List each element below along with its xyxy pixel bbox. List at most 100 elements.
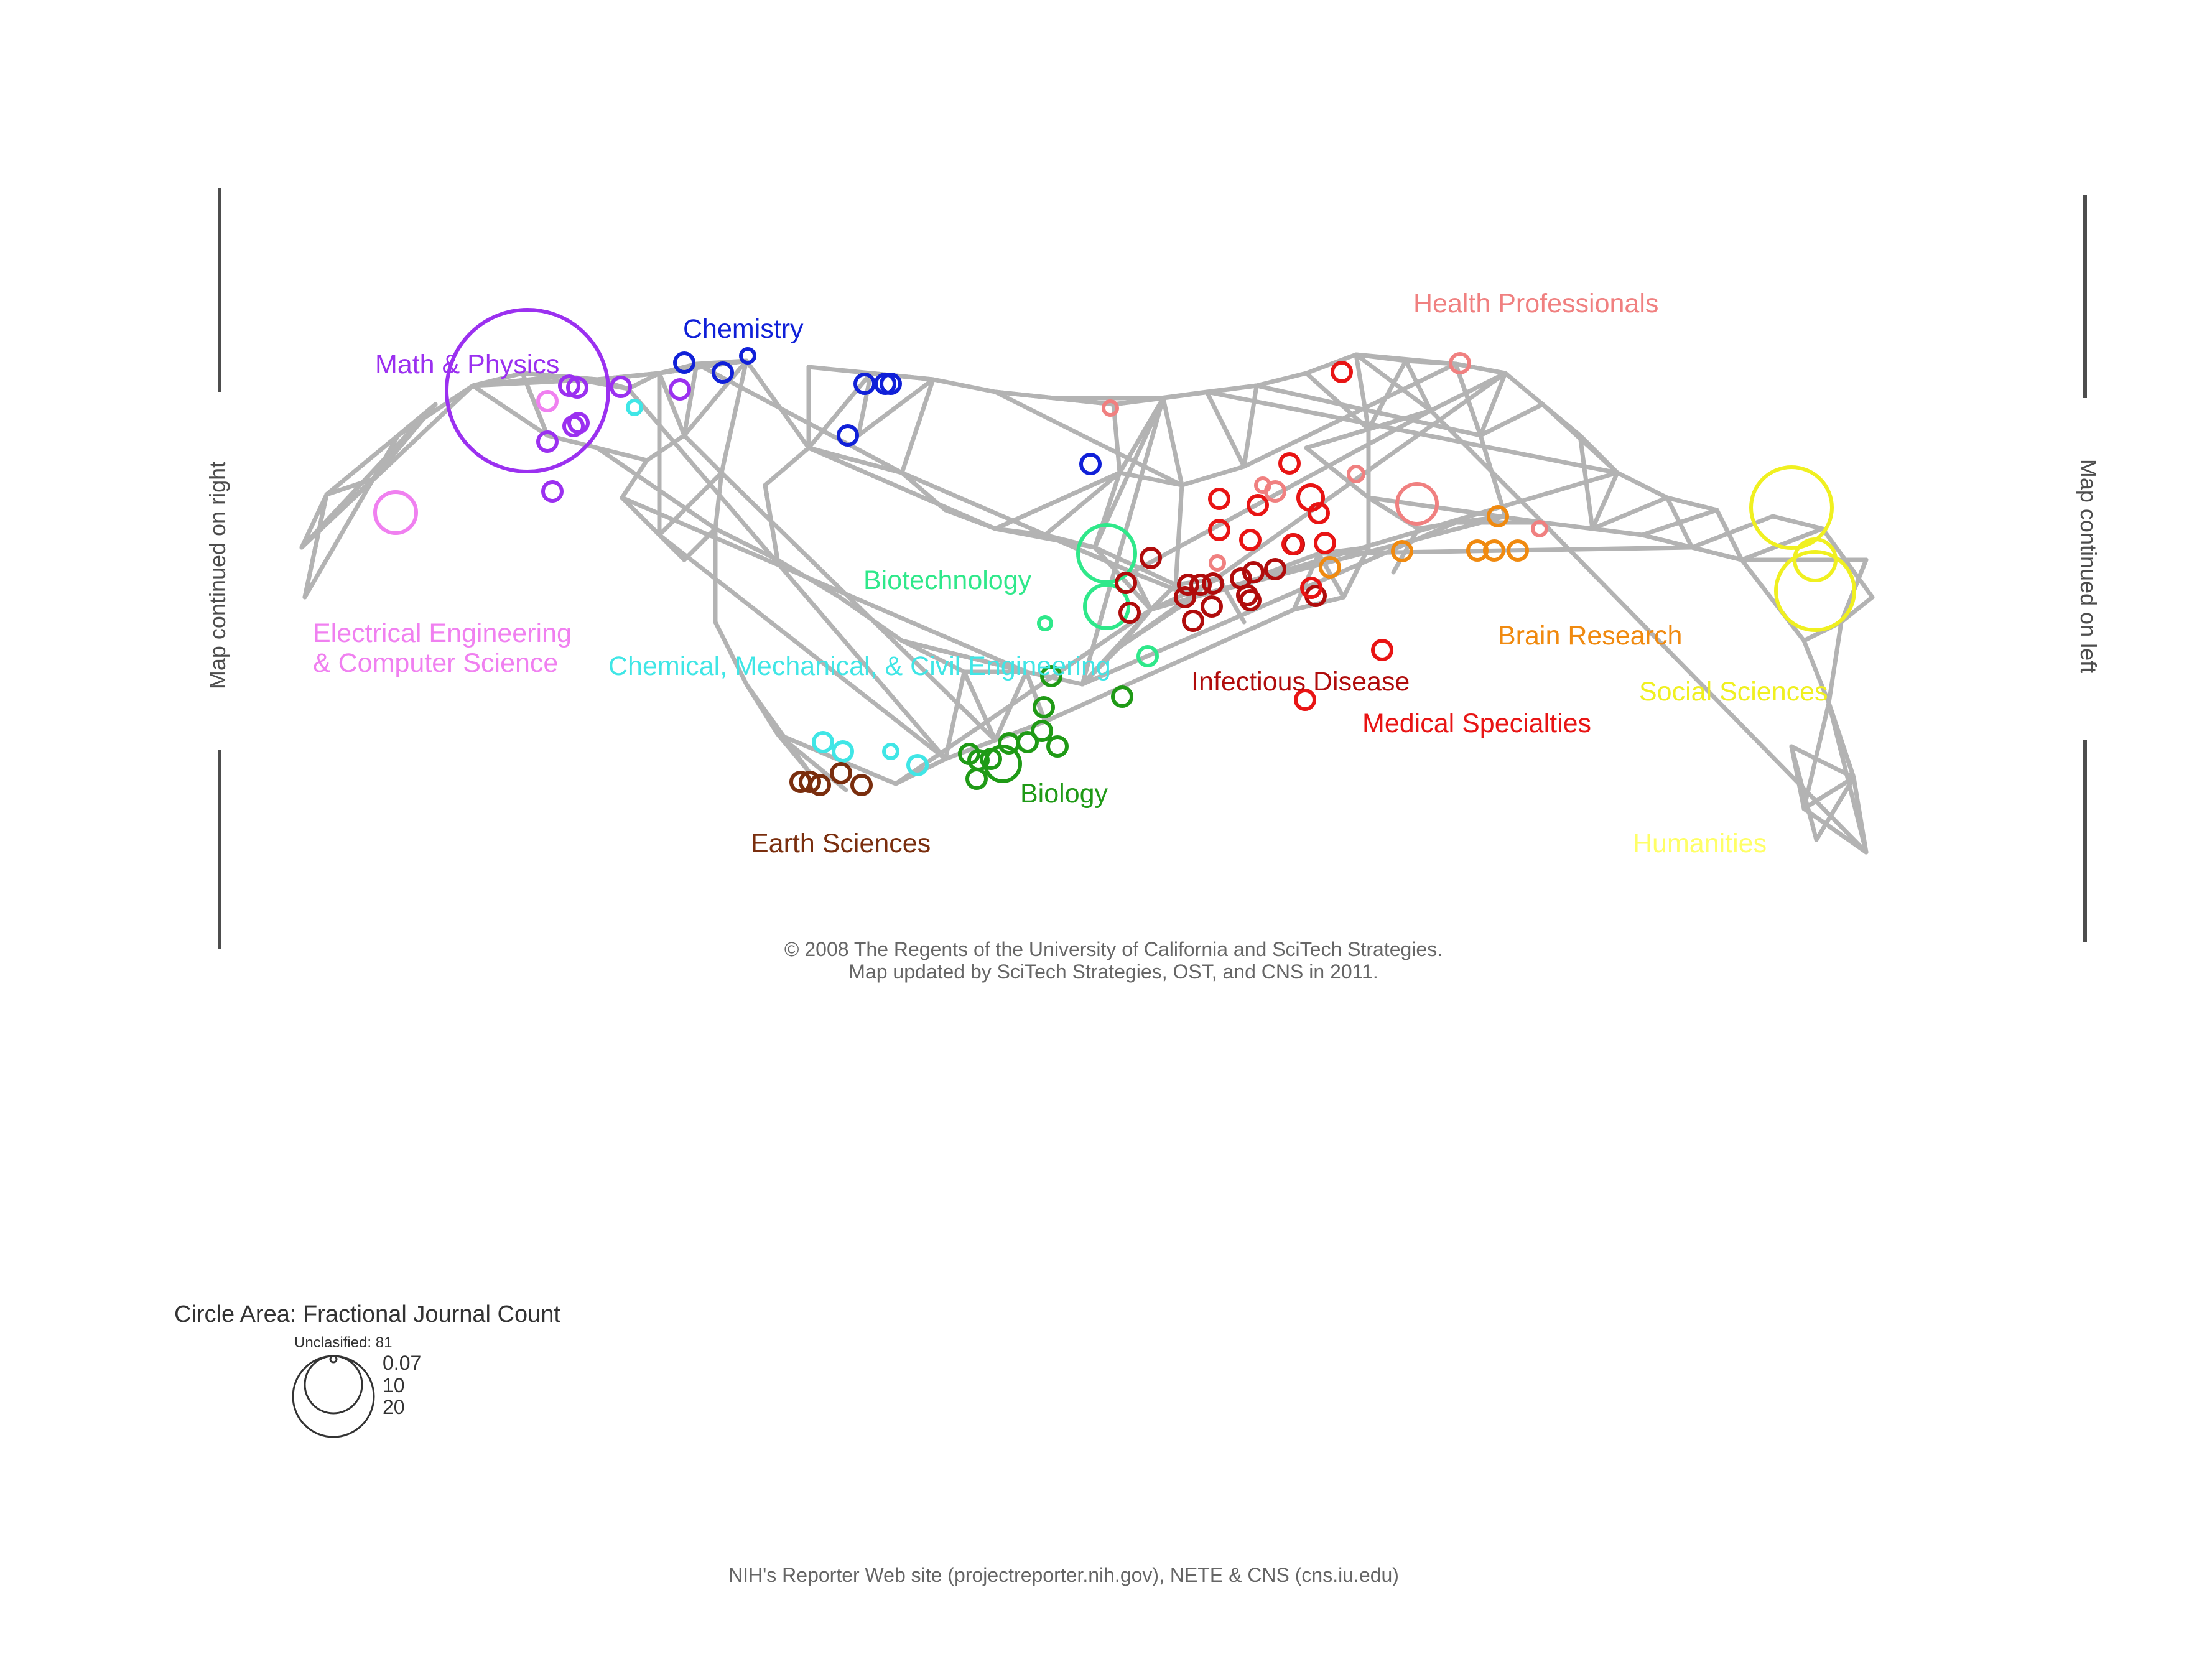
network-edge xyxy=(1304,352,1359,376)
journal-circle-chem-mech-civil xyxy=(832,740,854,763)
journal-circle-chem-mech-civil xyxy=(812,731,834,753)
journal-circle-infectious-disease xyxy=(1182,610,1204,632)
journal-circle-infectious-disease xyxy=(1202,572,1224,595)
journal-circle-infectious-disease xyxy=(1115,572,1137,594)
journal-circle-earth-sciences xyxy=(809,774,831,796)
network-edge xyxy=(856,371,873,438)
label-eecs-line2: & Computer Science xyxy=(313,648,558,678)
network-edge xyxy=(1540,520,1595,531)
network-edge xyxy=(657,532,948,761)
journal-circle-health-professionals xyxy=(1347,465,1365,483)
journal-circle-biology xyxy=(1046,735,1069,758)
network-edge xyxy=(1304,408,1433,450)
journal-circle-medical-specialties xyxy=(1208,488,1230,510)
label-infectious-disease: Infectious Disease xyxy=(1191,667,1410,697)
source-credit: NIH's Reporter Web site (projectreporter… xyxy=(728,1564,1399,1586)
network-edge xyxy=(682,361,699,438)
network-edge xyxy=(1453,361,1508,376)
label-chemistry: Chemistry xyxy=(683,314,804,344)
journal-circle-medical-specialties xyxy=(1294,689,1316,711)
network-edge xyxy=(993,470,1122,531)
network-edge xyxy=(962,669,998,743)
journal-circle-medical-specialties xyxy=(1278,452,1301,475)
journal-circle-infectious-disease xyxy=(1174,586,1196,608)
network-edge xyxy=(1801,775,1856,811)
journal-circle-chemistry xyxy=(1079,453,1102,475)
journal-circle-chem-mech-civil xyxy=(882,743,899,760)
network-edge xyxy=(943,669,967,761)
journal-circle-eecs xyxy=(536,390,559,412)
legend-value-medium: 10 xyxy=(383,1374,405,1396)
network-edges xyxy=(299,352,1875,855)
network-edge xyxy=(713,470,724,531)
legend-value-large: 20 xyxy=(383,1396,405,1418)
label-health-professionals: Health Professionals xyxy=(1413,289,1658,318)
network-edge xyxy=(620,458,649,500)
network-edge xyxy=(993,389,1116,407)
network-edge xyxy=(1540,520,1869,855)
network-edge xyxy=(931,377,998,394)
journal-circle-biotechnology xyxy=(1076,523,1137,584)
network-edge xyxy=(719,470,998,743)
journal-circle-brain-research xyxy=(1391,540,1413,562)
network-edge xyxy=(1814,775,1856,842)
journal-circle-math-physics xyxy=(610,376,632,398)
network-edge xyxy=(1403,358,1433,413)
legend: Circle Area: Fractional Journal Count Un… xyxy=(174,1301,560,1438)
journal-circle-infectious-disease xyxy=(1201,595,1223,618)
network-edge xyxy=(1173,483,1184,587)
journal-circle-brain-research xyxy=(1507,539,1529,562)
journal-circle-math-physics xyxy=(567,412,590,434)
legend-circle-medium xyxy=(304,1355,363,1415)
journal-circle-health-professionals xyxy=(1264,480,1286,503)
network-edge xyxy=(1689,514,1775,550)
journal-circle-medical-specialties xyxy=(1239,529,1262,551)
network-edge xyxy=(1192,514,1508,600)
journal-circle-medical-specialties xyxy=(1247,494,1269,516)
network-edge xyxy=(520,371,550,438)
network-edge xyxy=(1590,470,1620,531)
journal-circle-math-physics xyxy=(669,378,691,401)
journal-circle-medical-specialties xyxy=(1208,519,1230,541)
journal-circle-medical-specialties xyxy=(1300,577,1322,599)
network-edge xyxy=(763,445,811,488)
map-continued-left-label: Map continued on left xyxy=(2076,459,2101,673)
journal-circle-chemistry xyxy=(880,373,902,395)
network-edge xyxy=(1179,464,1247,488)
network-edge xyxy=(1801,806,1869,855)
network-edge xyxy=(520,371,562,379)
network-edge xyxy=(1739,526,1825,562)
network-edge xyxy=(1266,551,1321,575)
network-edge xyxy=(324,476,376,497)
network-edge xyxy=(1590,526,1645,537)
side-bars xyxy=(218,188,2087,949)
discipline-labels: Math & Physics Chemistry Electrical Engi… xyxy=(313,289,1828,858)
journal-circles xyxy=(373,308,1856,796)
network-edge xyxy=(1739,557,1806,643)
network-edge xyxy=(1341,545,1371,600)
network-edge xyxy=(713,620,749,687)
label-brain-research: Brain Research xyxy=(1498,621,1682,651)
network-edge xyxy=(806,365,873,376)
network-edge xyxy=(396,383,475,438)
journal-circle-social-sciences xyxy=(1774,550,1856,632)
journal-circle-chemistry xyxy=(673,351,695,374)
network-edge xyxy=(806,371,873,450)
network-edge xyxy=(1503,371,1545,407)
journal-circle-biology xyxy=(1031,720,1053,742)
journal-circle-biology xyxy=(1033,696,1055,718)
network-edge xyxy=(620,495,1029,674)
journal-circle-brain-research xyxy=(1487,505,1509,527)
journal-circle-chem-mech-civil xyxy=(626,399,643,416)
network-edge xyxy=(324,433,401,497)
network-edge xyxy=(943,738,998,761)
network-edge xyxy=(595,445,649,463)
journal-circle-medical-specialties xyxy=(1281,533,1304,555)
legend-title: Circle Area: Fractional Journal Count xyxy=(174,1301,560,1327)
legend-circle-large xyxy=(292,1355,375,1438)
copyright-line1: © 2008 The Regents of the University of … xyxy=(784,938,1443,960)
network-edge xyxy=(1689,545,1744,562)
network-edge xyxy=(893,607,1153,786)
network-edge xyxy=(1130,408,1433,575)
